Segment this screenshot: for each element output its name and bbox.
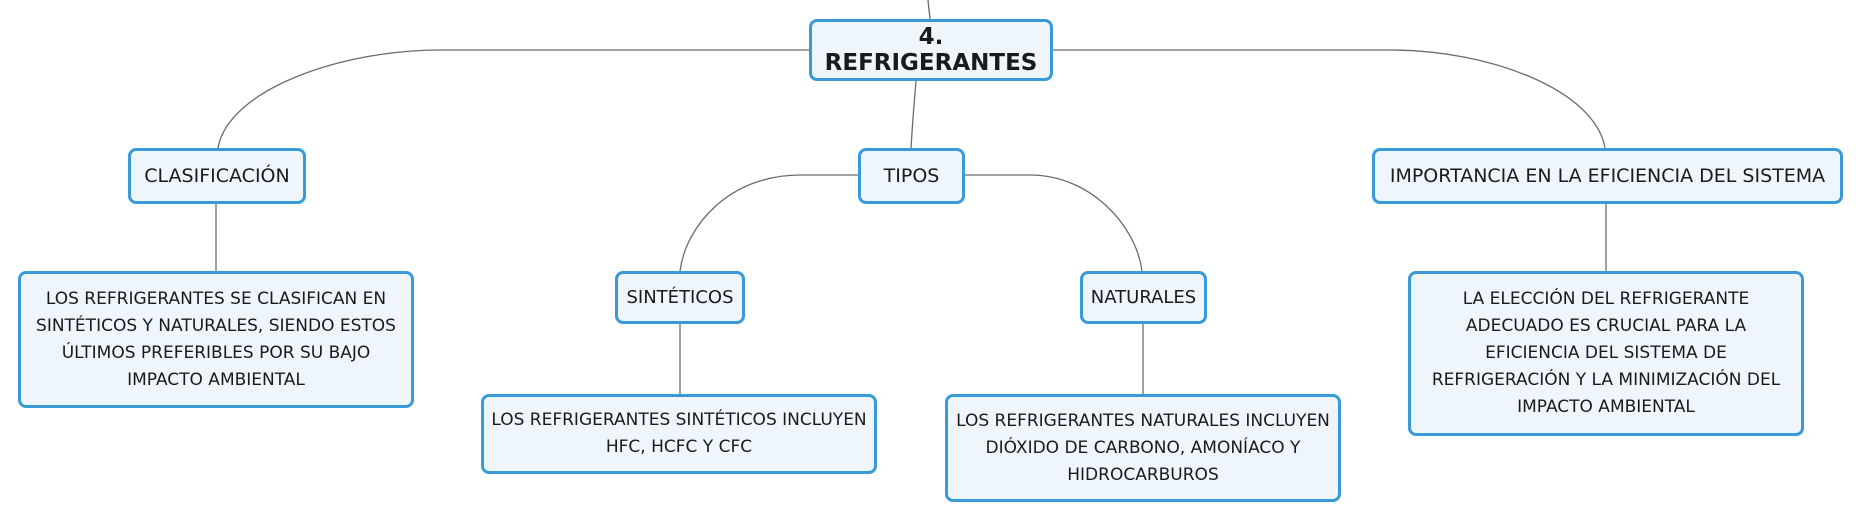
topic-importancia-label: IMPORTANCIA EN LA EFICIENCIA DEL SISTEMA — [1389, 165, 1826, 187]
connector-tipos-to-sinteticos — [679, 174, 858, 272]
subtopic-naturales-label: NATURALES — [1090, 287, 1197, 308]
connector-root-to-importancia — [1053, 49, 1606, 149]
detail-clasificacion-text: LOS REFRIGERANTES SE CLASIFICAN EN SINTÉ… — [36, 288, 396, 390]
detail-sinteticos[interactable]: LOS REFRIGERANTES SINTÉTICOS INCLUYEN HF… — [481, 394, 877, 474]
topic-clasificacion-label: CLASIFICACIÓN — [144, 165, 290, 187]
topic-tipos-label: TIPOS — [883, 165, 940, 187]
connector-parent-to-root — [927, 0, 931, 20]
topic-tipos[interactable]: TIPOS — [858, 148, 965, 204]
detail-clasificacion[interactable]: LOS REFRIGERANTES SE CLASIFICAN EN SINTÉ… — [18, 271, 414, 408]
detail-importancia[interactable]: LA ELECCIÓN DEL REFRIGERANTE ADECUADO ES… — [1408, 271, 1804, 436]
detail-naturales-text: LOS REFRIGERANTES NATURALES INCLUYEN DIÓ… — [956, 410, 1330, 485]
detail-sinteticos-text: LOS REFRIGERANTES SINTÉTICOS INCLUYEN HF… — [491, 410, 867, 457]
detail-importancia-text: LA ELECCIÓN DEL REFRIGERANTE ADECUADO ES… — [1431, 289, 1781, 417]
root-topic[interactable]: 4. REFRIGERANTES — [809, 19, 1053, 81]
topic-importancia[interactable]: IMPORTANCIA EN LA EFICIENCIA DEL SISTEMA — [1372, 148, 1843, 204]
subtopic-sinteticos[interactable]: SINTÉTICOS — [615, 271, 745, 324]
subtopic-naturales[interactable]: NATURALES — [1080, 271, 1207, 324]
subtopic-sinteticos-label: SINTÉTICOS — [626, 287, 734, 308]
connector-root-to-tipos — [910, 80, 917, 149]
connector-tipos-to-naturales — [965, 174, 1143, 272]
topic-clasificacion[interactable]: CLASIFICACIÓN — [128, 148, 306, 204]
root-topic-label: 4. REFRIGERANTES — [824, 24, 1038, 76]
detail-naturales[interactable]: LOS REFRIGERANTES NATURALES INCLUYEN DIÓ… — [945, 394, 1341, 502]
connector-root-to-clasificacion — [217, 49, 809, 149]
